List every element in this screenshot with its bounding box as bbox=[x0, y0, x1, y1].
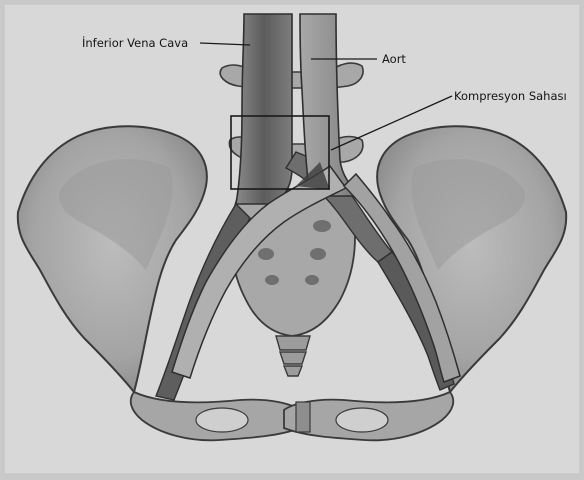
compression-label: Kompresyon Sahası bbox=[454, 89, 567, 103]
ivc-label: İnferior Vena Cava bbox=[82, 35, 188, 50]
pubic-symphysis bbox=[296, 402, 310, 432]
right-obturator-foramen bbox=[336, 408, 388, 432]
left-obturator-foramen bbox=[196, 408, 248, 432]
aorta-label: Aort bbox=[382, 52, 406, 66]
inferior-vena-cava bbox=[236, 14, 292, 204]
